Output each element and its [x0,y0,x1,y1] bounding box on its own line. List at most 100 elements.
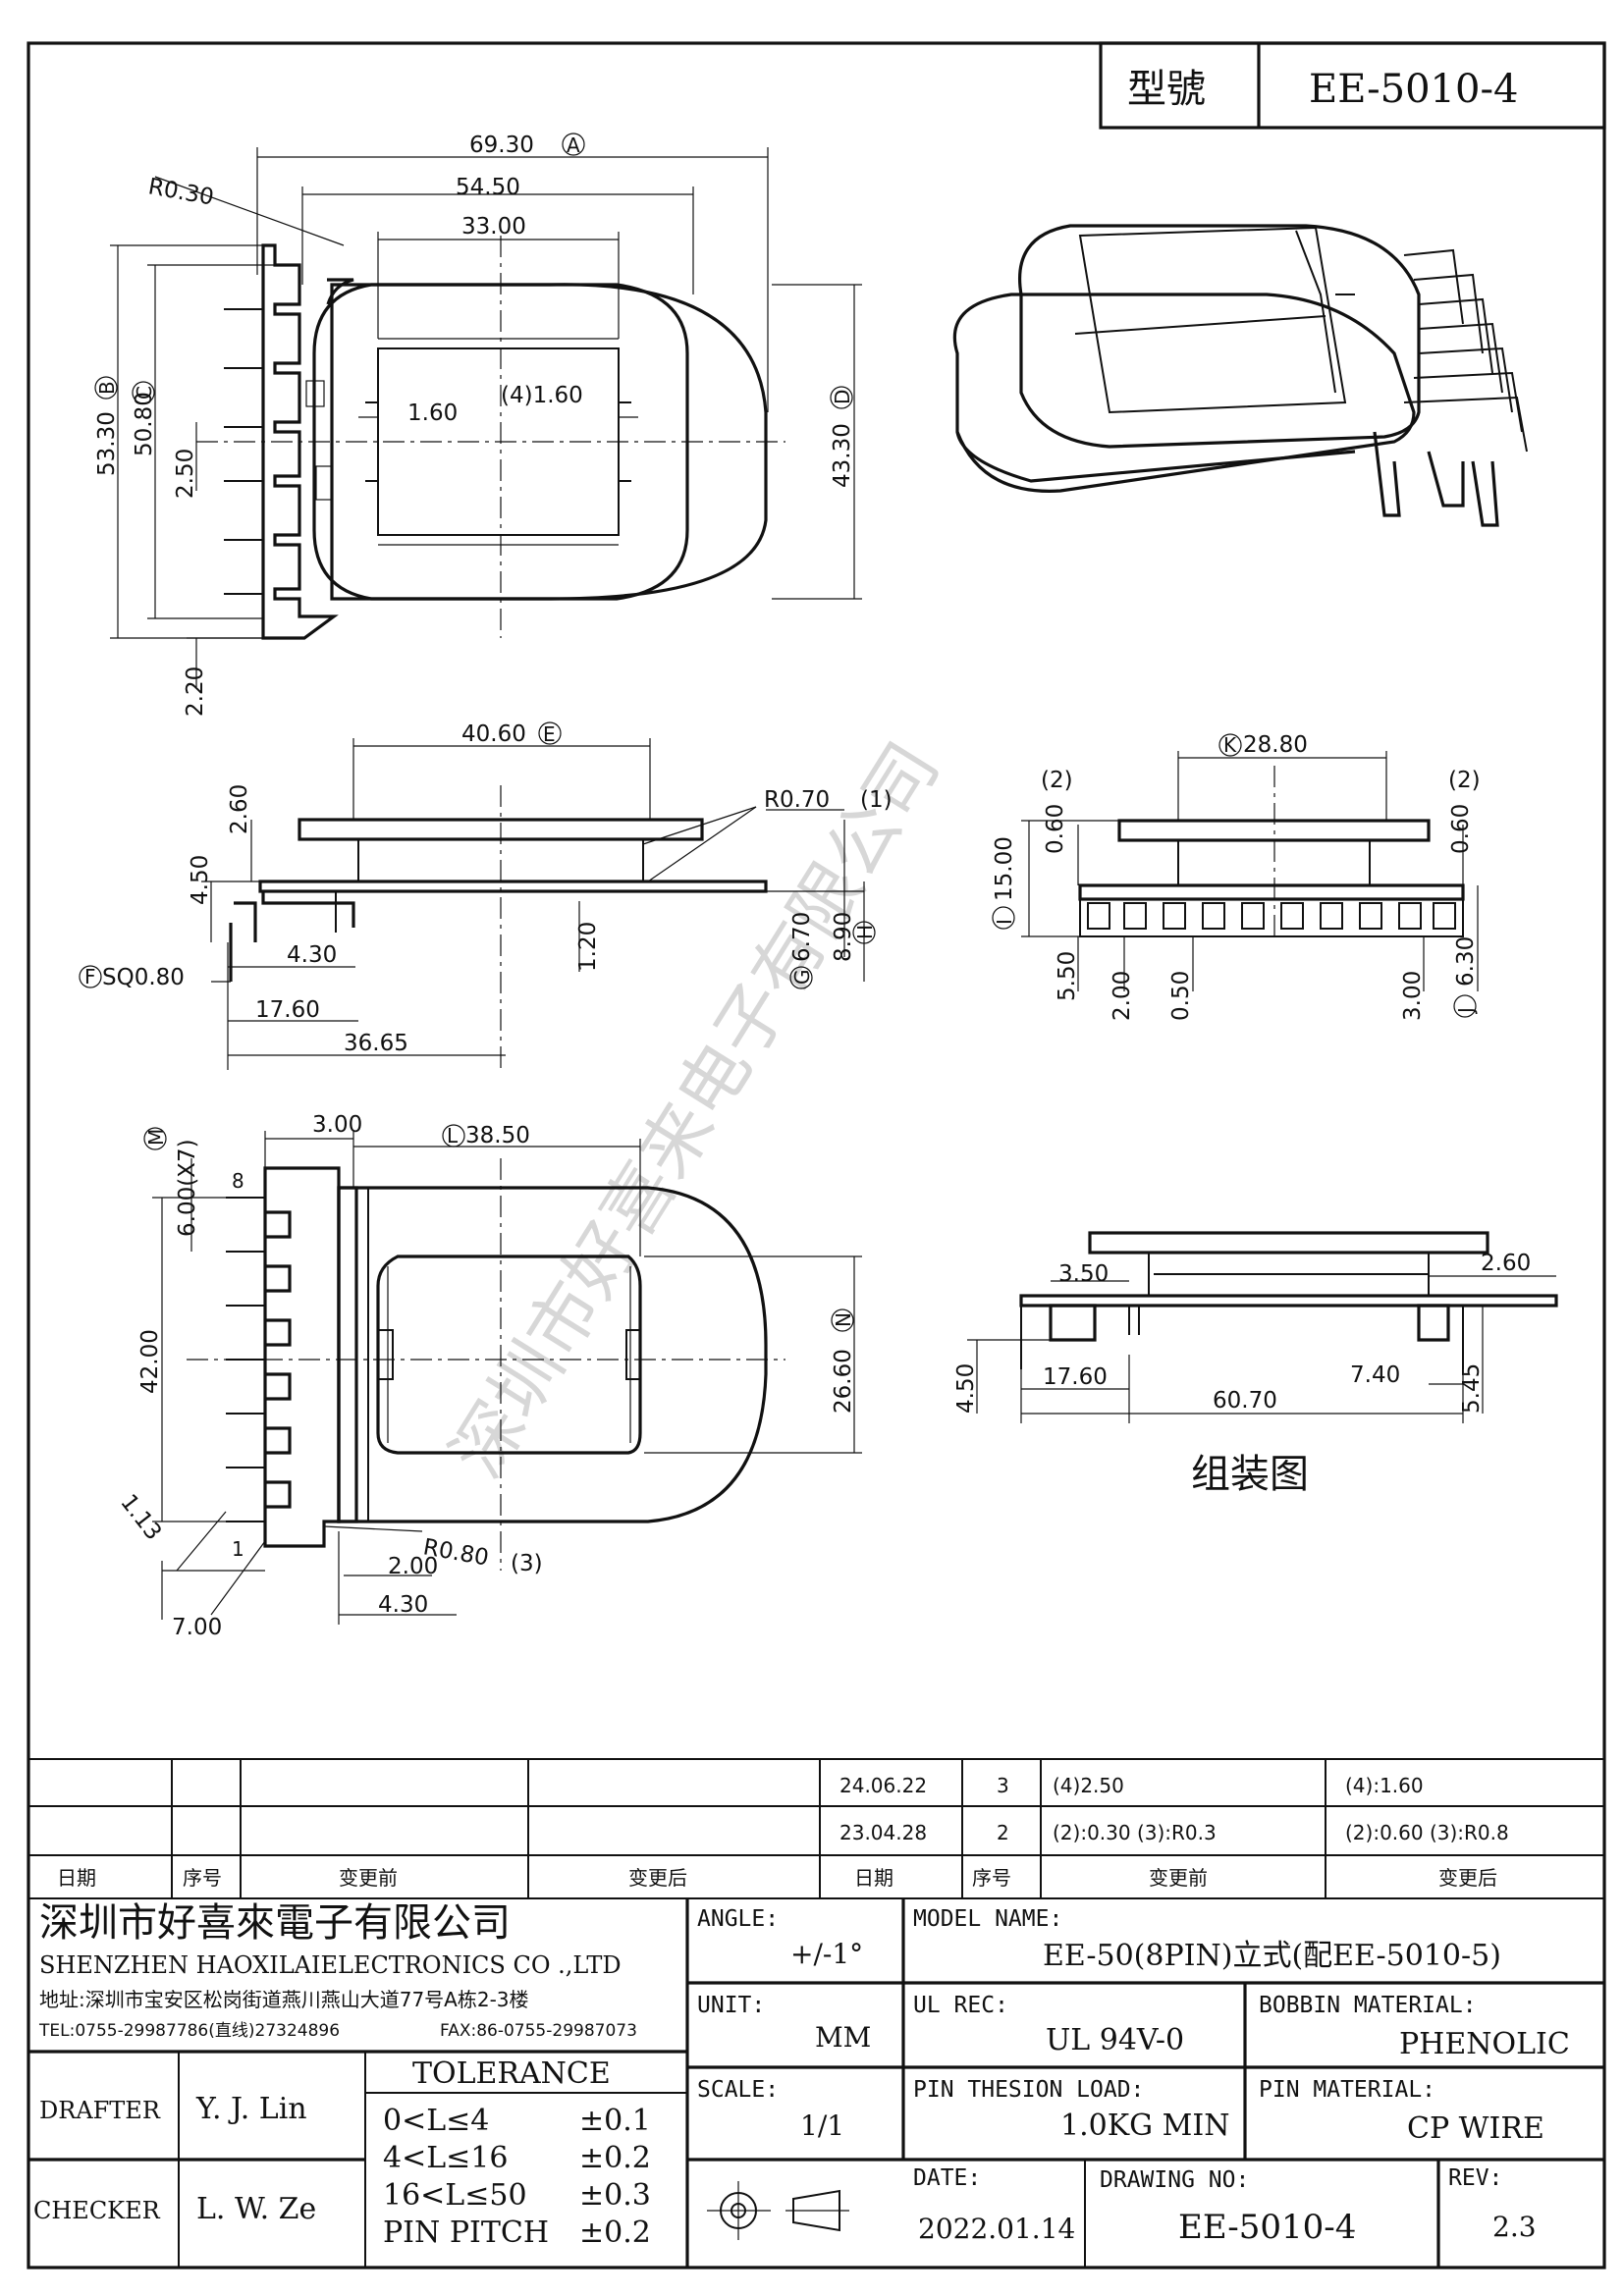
svg-text:4<L≤16: 4<L≤16 [383,2141,508,2175]
svg-text:变更后: 变更后 [1438,1866,1497,1890]
svg-text:REV:: REV: [1448,2165,1502,2191]
svg-text:0.50: 0.50 [1168,971,1194,1021]
svg-text:MODEL NAME:: MODEL NAME: [913,1906,1062,1932]
svg-text:50.80: 50.80 [132,392,157,456]
svg-text:(2):0.60 (3):R0.8: (2):0.60 (3):R0.8 [1345,1821,1509,1844]
svg-text:(2):0.30 (3):R0.3: (2):0.30 (3):R0.3 [1053,1821,1217,1844]
svg-text:1/1: 1/1 [800,2109,844,2142]
svg-text:1.60: 1.60 [407,400,458,426]
end-view: K 28.80 (2) (2) 0.60 0.60 15.00 I 5.50 2… [992,732,1481,1021]
svg-text:±0.2: ±0.2 [579,2141,651,2175]
svg-text:变更后: 变更后 [628,1866,687,1890]
svg-text:PIN MATERIAL:: PIN MATERIAL: [1259,2077,1435,2103]
svg-text:8: 8 [232,1169,244,1193]
svg-text:SQ0.80: SQ0.80 [102,965,185,990]
svg-text:23.04.28: 23.04.28 [839,1821,927,1844]
svg-text:(1): (1) [860,787,893,813]
svg-text:(4):1.60: (4):1.60 [1345,1774,1424,1797]
svg-text:B: B [95,381,119,395]
model-box-label: 型號 [1127,67,1206,112]
svg-text:H: H [853,925,877,939]
svg-text:1.0KG MIN: 1.0KG MIN [1060,2109,1229,2143]
svg-text:DRAFTER: DRAFTER [39,2097,161,2124]
svg-text:UL 94V-0: UL 94V-0 [1046,2023,1184,2057]
svg-text:2022.01.14: 2022.01.14 [918,2213,1075,2245]
svg-text:4.30: 4.30 [378,1592,428,1618]
sheet-frame [27,41,1606,2269]
svg-text:16<L≤50: 16<L≤50 [383,2178,527,2213]
svg-text:26.60: 26.60 [831,1349,856,1414]
svg-text:序号: 序号 [183,1866,222,1890]
top-view: 69.30 A 54.50 33.00 R0.30 1.60 (4)1.60 5… [94,133,862,717]
company-en: SHENZHEN HAOXILAIELECTRONICS CO .,LTD [39,1951,622,1979]
svg-text:Y. J. Lin: Y. J. Lin [195,2092,307,2126]
svg-text:+/-1°: +/-1° [790,1938,863,1970]
svg-text:36.65: 36.65 [344,1031,408,1056]
svg-text:日期: 日期 [854,1866,893,1890]
svg-text:17.60: 17.60 [255,997,320,1023]
title-block: 深圳市好喜來電子有限公司 SHENZHEN HAOXILAIELECTRONIC… [28,1898,1604,2268]
svg-text:3.00: 3.00 [312,1112,362,1138]
svg-text:2: 2 [997,1821,1009,1844]
svg-text:UL REC:: UL REC: [913,1993,1008,2018]
circle-letter-a [562,133,585,156]
svg-text:3.00: 3.00 [1400,971,1426,1021]
svg-text:1: 1 [232,1537,244,1561]
svg-text:F: F [84,965,96,988]
svg-text:C: C [133,386,156,400]
svg-text:CP WIRE: CP WIRE [1407,2111,1544,2146]
svg-text:变更前: 变更前 [339,1866,398,1890]
svg-text:PIN THESION LOAD:: PIN THESION LOAD: [913,2077,1144,2103]
isometric-view [952,224,1528,527]
svg-text:MM: MM [815,2021,871,2054]
svg-text:±0.2: ±0.2 [579,2216,651,2250]
svg-text:0.60: 0.60 [1043,804,1068,854]
svg-text:4.30: 4.30 [287,942,337,968]
svg-text:L. W. Ze: L. W. Ze [196,2192,316,2226]
svg-text:变更前: 变更前 [1149,1866,1208,1890]
svg-text:0.60: 0.60 [1448,804,1474,854]
svg-text:40.60: 40.60 [461,721,526,747]
svg-text:R0.70: R0.70 [764,787,830,813]
svg-text:M: M [144,1129,168,1146]
assembly-caption: 组装图 [1191,1452,1309,1497]
company-fax: FAX:86-0755-29987073 [440,2021,637,2041]
svg-text:33.00: 33.00 [461,214,526,240]
svg-text:6.00(X7): 6.00(X7) [175,1139,200,1237]
svg-text:1.13: 1.13 [115,1490,166,1545]
svg-text:D: D [831,390,854,404]
model-box: 型號 EE-5010-4 [1099,41,1606,130]
svg-text:2.60: 2.60 [227,784,252,834]
svg-text:2.20: 2.20 [183,667,208,717]
svg-text:PHENOLIC: PHENOLIC [1399,2027,1570,2061]
svg-text:CHECKER: CHECKER [33,2197,161,2224]
projection-symbol-icon [707,2181,849,2240]
svg-text:(4)2.50: (4)2.50 [1053,1774,1124,1797]
svg-text:E: E [543,722,556,746]
svg-text:17.60: 17.60 [1043,1364,1108,1390]
svg-text:15.00: 15.00 [992,836,1017,901]
side-view: 40.60 E R0.70 (1) 2.60 4.50 4.30 F SQ0.8… [79,721,893,1070]
svg-text:L: L [447,1124,459,1148]
svg-text:7.00: 7.00 [172,1615,222,1640]
svg-text:6.30: 6.30 [1453,936,1479,987]
svg-text:(2): (2) [1041,768,1073,793]
svg-text:(2): (2) [1448,768,1481,793]
svg-text:24.06.22: 24.06.22 [839,1774,927,1797]
svg-text:7.40: 7.40 [1350,1362,1400,1388]
svg-text:序号: 序号 [972,1866,1011,1890]
svg-text:ANGLE:: ANGLE: [697,1906,779,1932]
svg-text:53.30: 53.30 [94,411,120,476]
svg-text:1.20: 1.20 [575,922,601,972]
svg-text:日期: 日期 [57,1866,96,1890]
svg-text:(4)1.60: (4)1.60 [501,383,583,408]
svg-text:2.00: 2.00 [1110,971,1135,1021]
svg-text:0<L≤4: 0<L≤4 [383,2104,489,2138]
svg-text:EE-50(8PIN)立式(配EE-5010-5): EE-50(8PIN)立式(配EE-5010-5) [1043,1939,1501,1973]
svg-text:38.50: 38.50 [465,1123,530,1148]
svg-text:UNIT:: UNIT: [697,1993,765,2018]
svg-text:BOBBIN MATERIAL:: BOBBIN MATERIAL: [1259,1993,1477,2018]
company-cn: 深圳市好喜來電子有限公司 [39,1900,511,1946]
svg-text:4.50: 4.50 [953,1363,979,1414]
svg-text:3.50: 3.50 [1058,1261,1109,1287]
